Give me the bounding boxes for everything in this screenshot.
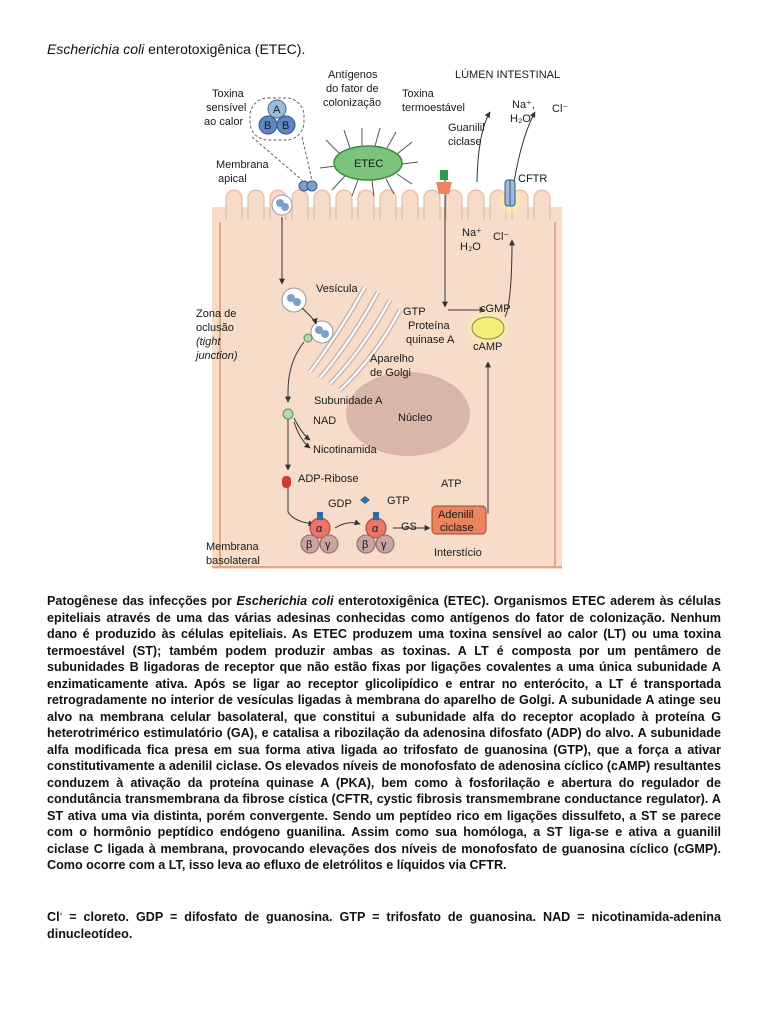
label-zona-2: oclusão	[196, 322, 234, 334]
label-intersticio: Interstício	[434, 547, 482, 559]
label-gs: GS	[401, 521, 417, 533]
label-toxina-sensivel-1: Toxina	[212, 88, 245, 100]
label-gamma1: γ	[325, 539, 331, 551]
adenilil-ciclase	[431, 505, 487, 535]
caption-part2: enterotoxigênica (ETEC). Organismos ETEC…	[47, 594, 721, 872]
label-pka-1: Proteína	[408, 320, 450, 332]
label-h2o-top: H₂O	[510, 113, 531, 125]
label-camp: cAMP	[473, 341, 502, 353]
g-protein-1: α β γ	[300, 512, 339, 554]
figure-caption: Patogênese das infecções por Escherichia…	[47, 593, 721, 874]
pka	[471, 316, 505, 340]
legend-cl: Cl	[47, 910, 60, 925]
label-na-low: Na⁺	[462, 227, 482, 239]
label-zona-1: Zona de	[196, 308, 236, 320]
label-membrana-baso-2: basolateral	[206, 555, 260, 567]
label-subunidade-a: Subunidade A	[314, 395, 383, 407]
label-gamma2: γ	[381, 539, 387, 551]
label-toxina-sensivel-3: ao calor	[204, 116, 243, 128]
label-guanilil-1: Guanilil	[448, 122, 485, 134]
label-pka-2: quinase A	[406, 334, 455, 346]
label-adenilil-1: Adenilil	[438, 509, 473, 521]
label-cgmp: cGMP	[480, 303, 511, 315]
nucleus	[346, 372, 470, 456]
label-alpha1: α	[316, 523, 323, 535]
label-adp-ribose: ADP-Ribose	[298, 473, 359, 485]
label-zona-4: junction)	[194, 350, 238, 362]
etec-pathogenesis-figure: Núcleo ETEC A B B	[190, 62, 585, 574]
label-vesicula: Vesícula	[316, 283, 358, 295]
label-etec: ETEC	[354, 158, 383, 170]
label-gdp: GDP	[328, 498, 352, 510]
figure-svg: Núcleo ETEC A B B	[194, 68, 568, 569]
label-antigenos-1: Antígenos	[328, 69, 378, 81]
g-protein-2: α β γ	[356, 512, 395, 554]
label-sub-a: A	[273, 104, 281, 116]
heat-labile-toxin: A B B	[249, 97, 313, 181]
label-sub-b1: B	[264, 120, 271, 132]
label-gtp-bottom: GTP	[387, 495, 410, 507]
label-guanilil-2: ciclase	[448, 136, 482, 148]
label-nucleo: Núcleo	[398, 412, 432, 424]
label-nad: NAD	[313, 415, 336, 427]
label-alpha2: α	[372, 523, 379, 535]
label-gtp-top: GTP	[403, 306, 426, 318]
label-golgi-1: Aparelho	[370, 353, 414, 365]
label-h2o-low: H₂O	[460, 241, 481, 253]
title-italic: Escherichia coli	[47, 41, 145, 57]
caption-part1: Patogênese das infecções por	[47, 594, 237, 608]
guanylyl-cyclase	[436, 170, 452, 194]
title-rest: enterotoxigênica (ETEC).	[144, 41, 306, 57]
legend-cl-sup: -	[59, 909, 63, 918]
label-atp: ATP	[441, 478, 462, 490]
label-toxina-termo-1: Toxina	[402, 88, 435, 100]
enterocyte-cell	[212, 189, 562, 569]
label-adenilil-2: ciclase	[440, 522, 474, 534]
caption-italic: Escherichia coli	[236, 594, 334, 608]
label-golgi-2: de Golgi	[370, 367, 411, 379]
label-membrana-apical-2: apical	[218, 173, 247, 185]
label-sub-b2: B	[282, 120, 289, 132]
label-toxina-sensivel-2: sensível	[206, 102, 246, 114]
label-antigenos-3: colonização	[323, 97, 381, 109]
label-beta2: β	[362, 539, 368, 551]
legend-text: = cloreto. GDP = difosfato de guanosina.…	[47, 910, 721, 941]
label-toxina-termo-2: termoestável	[402, 102, 465, 114]
label-cftr: CFTR	[518, 173, 547, 185]
label-lumen: LÚMEN INTESTINAL	[455, 68, 560, 81]
label-na-top: Na⁺,	[512, 99, 535, 111]
etec-bacterium: ETEC	[319, 127, 419, 197]
page-title: Escherichia coli enterotoxigênica (ETEC)…	[47, 41, 305, 57]
figure-legend: Cl- = cloreto. GDP = difosfato de guanos…	[47, 906, 721, 942]
label-cl-top: Cl⁻	[552, 103, 568, 115]
label-beta1: β	[306, 539, 312, 551]
label-zona-3: (tight	[196, 336, 221, 348]
label-antigenos-2: do fator de	[326, 83, 379, 95]
label-membrana-baso-1: Membrana	[206, 541, 259, 553]
label-membrana-apical-1: Membrana	[216, 159, 269, 171]
label-nicotinamida: Nicotinamida	[313, 444, 377, 456]
label-cl-low: Cl⁻	[493, 231, 509, 243]
